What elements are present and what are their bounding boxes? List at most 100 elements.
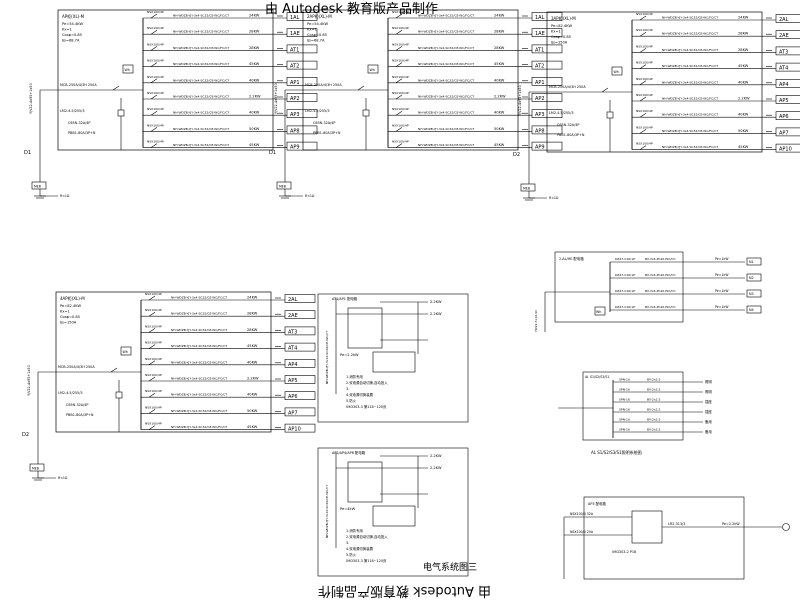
meb-box xyxy=(520,183,536,192)
circuit-breaker: NSX100/4P xyxy=(392,140,409,144)
circuit-breaker: NSX100/4P xyxy=(147,140,164,144)
wh-meter-label: Wh xyxy=(123,350,128,354)
circuit-name: AT1 xyxy=(290,47,299,53)
circuit-power: 45KW xyxy=(247,425,258,429)
circuit-power: 45KW xyxy=(738,145,749,149)
circuit-cable: NH-WDZB-YJY-3x4-SC32/CE-WC/FC/CT xyxy=(173,30,229,34)
circuit-cable: NH-WDZB-YJY-3x4-SC32/CE-WC/FC/CT xyxy=(418,46,474,50)
circuit-cable: NH-WDZB-YJY-3x4-SC32/CE-WC/FC/CT xyxy=(171,393,227,397)
wh-meter-label: Wh xyxy=(125,68,130,72)
motor-symbol xyxy=(782,523,790,531)
circuit-tag-box xyxy=(286,12,318,21)
circuit-breaker: NSX100/4P xyxy=(145,389,162,393)
circuit-name: AT4 xyxy=(288,346,297,352)
circuit-name: N3 xyxy=(749,292,754,296)
circuit-power: Pe=1kW xyxy=(715,305,729,309)
wh-meter xyxy=(611,66,623,76)
wh-meter-label: Wh xyxy=(614,70,619,74)
breaker-contact xyxy=(148,295,156,301)
breaker-contact xyxy=(148,425,156,430)
circuit-tag-box xyxy=(775,46,800,56)
circuit-name: 2AE xyxy=(288,313,298,319)
breaker-rating: NSX100/4 32A xyxy=(570,512,594,516)
circuit-power: 28KW xyxy=(249,30,260,34)
incomer-breaker: MCB-250A/4/3H 250A xyxy=(58,365,95,369)
panel-boundary xyxy=(554,251,684,323)
circuit-breaker: SPN-16 xyxy=(619,418,630,422)
breaker-contact xyxy=(639,80,647,86)
breaker-contact xyxy=(639,31,647,37)
panel-note: 3. xyxy=(346,387,349,391)
circuit-name: AT4 xyxy=(779,66,788,72)
circuit-name: AP4 xyxy=(779,82,789,88)
breaker-rating: NSX100/4 20A xyxy=(570,530,594,534)
feeder-cable: YJV22-4x95+1x50 xyxy=(518,85,522,116)
circuit-breaker: NSX100/4P xyxy=(392,91,409,95)
panel-param: Cosφ=0.85 xyxy=(60,315,80,319)
panel-f: AP2/AP4/AP6 配电箱 NH-WDZB-YJY-3x10-SC40/CE-… xyxy=(317,447,469,577)
wh-meter xyxy=(594,306,606,316)
circuit-name: AP9 xyxy=(535,145,545,151)
panel-param: Ijs=68.7A xyxy=(307,39,325,43)
circuit-cable: NH-WDZB-YJY-3x4-SC32/CE-WC/FC/CT xyxy=(418,14,474,18)
main-switch: C65N-32A/4P xyxy=(66,403,88,407)
breaker-contact xyxy=(150,110,158,116)
feeder-cable: YJV22-4x95+1x50 xyxy=(274,83,278,114)
breaker-contact xyxy=(639,64,647,69)
circuit-name: AP1 xyxy=(535,80,545,86)
circuit-cable: NH-WDZB-YJY-3x4-SC32/CE-WC/FC/CT xyxy=(418,111,474,115)
circuit-power: 2.2KW xyxy=(249,95,261,99)
panel-a: AP柜(XL)-MPe=54.4KWKx=1Cosφ=0.85Ijs=68.7A… xyxy=(24,9,318,199)
panel-boundary xyxy=(57,9,274,151)
spd-symbol xyxy=(362,109,370,117)
circuit-breaker: NSX100/4P xyxy=(147,26,164,30)
circuit-tag-box xyxy=(746,257,762,266)
circuit-breaker: NSX100/4P xyxy=(145,357,162,361)
circuit-cable: BV-2x2.5 xyxy=(647,378,660,382)
panel-e: AT1/AP1 配电箱NH-WDZB-YJY-3x10-SC40/CE-WC/C… xyxy=(317,293,469,423)
panel-d: 4AP柜(XL)-MPe=82.4KWKx=1Cosφ=0.85Ijs=150A… xyxy=(22,291,316,481)
circuit-power: 45KW xyxy=(249,143,260,147)
circuit-power: 28KW xyxy=(247,328,258,332)
circuit-breaker: NSX100/4P xyxy=(636,93,653,97)
circuit-use: 照明 xyxy=(705,380,712,384)
circuit-cable: NH-WDZB-YJY-3x4-SC32/CE-WC/FC/CT xyxy=(662,113,718,117)
circuit-breaker: NSX100/4P xyxy=(145,405,162,409)
circuit-power: 40KW xyxy=(247,360,258,364)
circuit-breaker: NSX100/4P xyxy=(636,44,653,48)
panel-param: Kx=1 xyxy=(60,310,70,314)
earth-resistance: R<1Ω xyxy=(58,476,68,480)
circuit-name: N2 xyxy=(749,276,754,280)
panel-title: AP2/AP4/AP6 配电箱 xyxy=(332,450,366,455)
circuit-cable: NH-WDZB-YJY-3x4-SC32/CE-WC/FC/CT xyxy=(173,143,229,147)
wh-meter-label: Wh xyxy=(596,310,601,314)
feeder-cable: NH-WDZB-YJY-3x10-SC40/CE-WC/CT xyxy=(325,485,329,538)
circuit-breaker: NSX100/4P xyxy=(145,373,162,377)
watermark-top: 由 Autodesk 教育版产品制作 xyxy=(265,2,438,17)
panel-param: Pe=54.4KW xyxy=(62,22,83,26)
wh-meter xyxy=(122,64,134,74)
panel-tag: D2 xyxy=(513,152,520,158)
breaker-contact xyxy=(395,78,403,84)
circuit-name: N4 xyxy=(749,308,754,312)
circuit-name: AT1 xyxy=(535,47,544,53)
circuit-cable: NH-WDZB-YJY-3x4-SC32/CE-WC/FC/CT xyxy=(173,95,229,99)
switch-contact xyxy=(357,85,365,91)
circuit-tag-box xyxy=(775,62,800,72)
circuit-cable: NH-WDZB-YJY-3x4-SC32/CE-WC/FC/CT xyxy=(662,32,718,36)
circuit-tag-box xyxy=(284,407,316,417)
circuit-breaker: NSX100/4P xyxy=(145,341,162,345)
feeder-cable: YJV22-4x95+1x50 xyxy=(29,83,33,114)
circuit-name: AT3 xyxy=(779,49,788,55)
circuit-power: 2.2KW xyxy=(247,377,259,381)
panel-param: Pe=82.4KW xyxy=(60,304,81,308)
panel-note: 4.双电源切换装置 xyxy=(346,392,374,397)
panel-note: 4.双电源切换装置 xyxy=(346,546,374,551)
panel-param: Ijs=150A xyxy=(551,41,568,45)
circuit-name: 2AE xyxy=(779,33,789,39)
panel-title: 4AP柜(XL)-M xyxy=(60,295,85,301)
circuit-cable: NH-WDZB-YJY-3x4-SC32/CE-WC/FC/CT xyxy=(173,46,229,50)
circuit-breaker: DZ47-C16/1P xyxy=(615,289,635,293)
circuit-cable: NH-WDZB-YJY-3x4-SC32/CE-WC/FC/CT xyxy=(171,425,227,429)
